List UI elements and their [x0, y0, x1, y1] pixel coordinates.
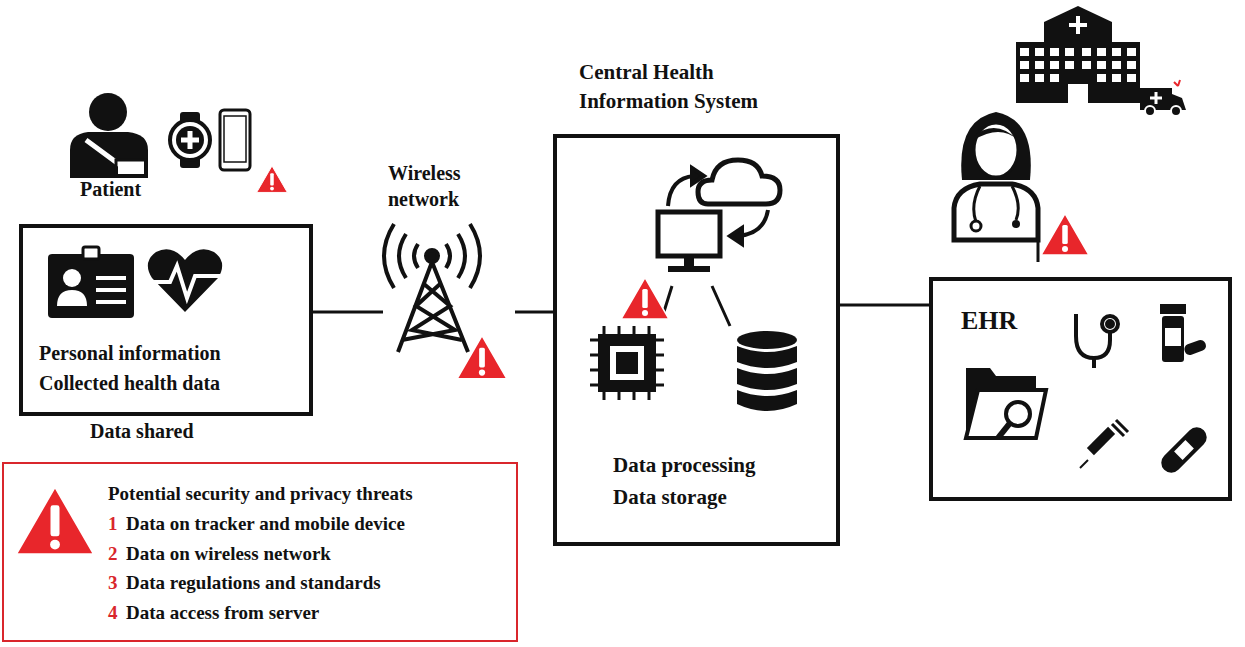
callout-number: 3: [108, 572, 126, 594]
computer-icon: [658, 212, 720, 272]
warning-icon: [16, 486, 95, 554]
folder-icon: [966, 368, 1046, 438]
doctor-icon: [954, 112, 1038, 240]
legend-text: Data regulations and standards: [126, 571, 381, 595]
legend-text: Data on wireless network: [126, 542, 331, 566]
legend-row: 3Data regulations and standards: [108, 571, 508, 595]
phone-icon: [220, 110, 250, 170]
hospital-icon: [1016, 6, 1140, 103]
stethoscope-icon: [1076, 314, 1118, 368]
legend-row: 4Data access from server: [108, 601, 508, 625]
actor-label: Patient: [80, 176, 200, 202]
bandage-icon: [1157, 423, 1211, 477]
legend-row: 1Data on tracker and mobile device: [108, 512, 508, 536]
warning-icon: [257, 166, 288, 193]
access-line: [1037, 236, 1040, 262]
cloud-icon: [698, 160, 780, 204]
box-heading: Central Health Information System: [579, 58, 799, 117]
database-icon: [737, 331, 797, 411]
ambulance-icon: [1140, 80, 1186, 116]
warning-icon: [621, 278, 669, 320]
data-box: Personal information Collected health da…: [19, 224, 313, 416]
heart-icon: [148, 249, 222, 312]
pill-bottle-icon: [1160, 304, 1207, 362]
connector-line: [840, 304, 929, 307]
link-lines: [662, 286, 730, 326]
watch-icon: [170, 112, 210, 168]
legend-row: 2Data on wireless network: [108, 542, 508, 566]
id-card-icon: [48, 247, 134, 318]
warning-icon: [1041, 214, 1089, 256]
box-heading: EHR: [961, 305, 1218, 338]
sync-arrows: [668, 168, 768, 244]
threat-legend-box: Potential security and privacy threats1D…: [2, 462, 518, 642]
legend-text: Data on tracker and mobile device: [126, 512, 405, 536]
callout-number: 4: [108, 602, 126, 624]
patient-icon: [70, 93, 148, 178]
callout-number: 2: [108, 543, 126, 565]
callout-number: 1: [108, 513, 126, 535]
box-text: Personal information Collected health da…: [39, 338, 289, 398]
warning-icon: [457, 336, 507, 379]
ehr-box: EHR: [929, 277, 1232, 501]
syringe-icon: [1080, 420, 1128, 468]
chip-icon: [590, 326, 664, 400]
flow-label: Data shared: [90, 418, 250, 444]
box-text: Data processing Data storage: [613, 450, 793, 513]
tower-icon: [384, 224, 480, 352]
system-box: Central Health Information SystemData pr…: [553, 134, 840, 546]
connector-line: [313, 311, 553, 314]
network-label: Wireless network: [388, 160, 488, 212]
legend-text: Data access from server: [126, 601, 319, 625]
legend-heading: Potential security and privacy threats: [108, 482, 508, 506]
